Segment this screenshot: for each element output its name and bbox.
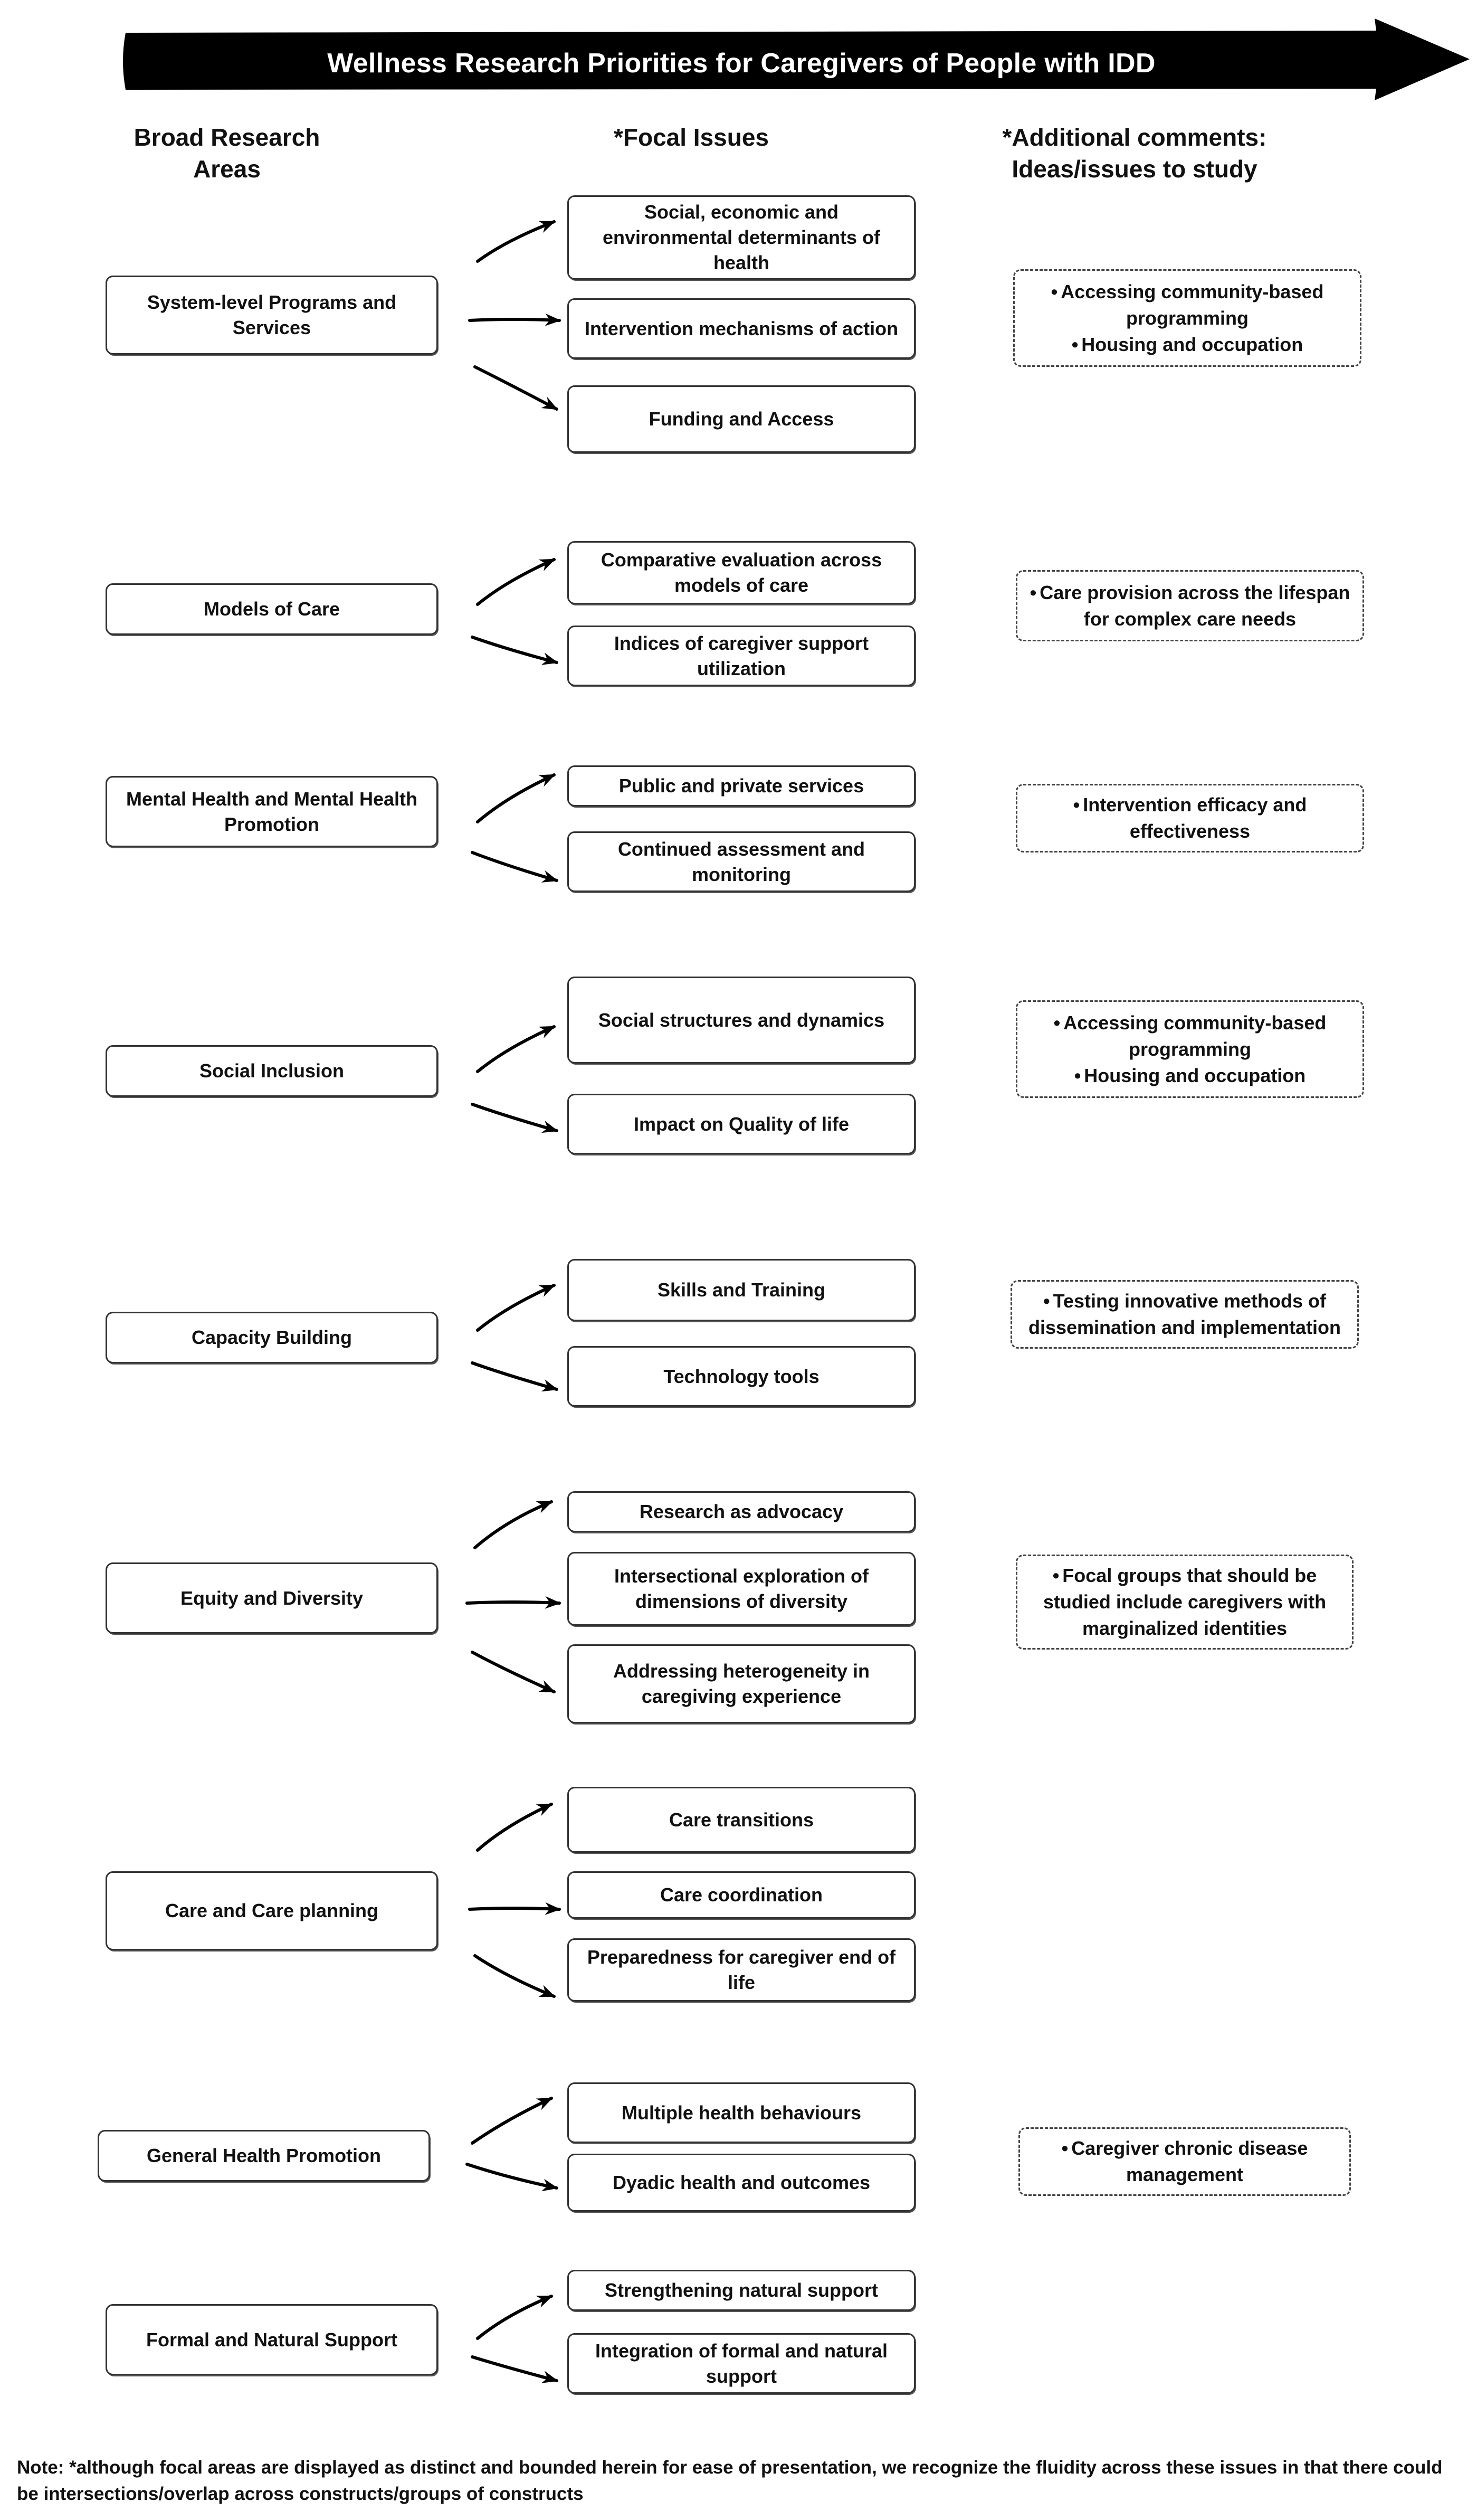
comment-item: Care provision across the lifespan for c… xyxy=(1027,580,1353,632)
focal-box-strengthening-natural: Strengthening natural support xyxy=(567,2270,916,2311)
focal-box-multiple-behaviours: Multiple health behaviours xyxy=(567,2082,916,2143)
focal-box-intervention-mechanisms: Intervention mechanisms of action xyxy=(567,298,916,359)
focal-box-heterogeneity: Addressing heterogeneity in caregiving e… xyxy=(567,1644,916,1723)
header-broad-research-areas: Broad Research Areas xyxy=(134,124,320,183)
comment-box-mental-health: Intervention efficacy and effectiveness xyxy=(1016,784,1364,852)
area-box-mental-health: Mental Health and Mental Health Promotio… xyxy=(106,776,438,847)
comment-item: Intervention efficacy and effectiveness xyxy=(1027,792,1353,845)
header-focal-issues: *Focal Issues xyxy=(613,124,769,151)
focal-box-technology-tools: Technology tools xyxy=(567,1346,916,1407)
comment-item: Testing innovative methods of disseminat… xyxy=(1022,1288,1348,1341)
comment-item: Focal groups that should be studied incl… xyxy=(1027,1562,1342,1642)
focal-box-continued-assessment: Continued assessment and monitoring xyxy=(567,831,916,892)
focal-box-care-transitions: Care transitions xyxy=(567,1787,916,1853)
focal-box-research-advocacy: Research as advocacy xyxy=(567,1491,916,1532)
comment-item: Housing and occupation xyxy=(1024,331,1350,358)
focal-box-skills-training: Skills and Training xyxy=(567,1259,916,1321)
area-box-social-inclusion: Social Inclusion xyxy=(106,1045,438,1097)
area-box-system-level: System-level Programs and Services xyxy=(106,276,438,355)
focal-box-indices-support: Indices of caregiver support utilization xyxy=(567,626,916,686)
area-box-capacity-building: Capacity Building xyxy=(106,1312,438,1363)
focal-box-quality-of-life: Impact on Quality of life xyxy=(567,1094,916,1154)
focal-box-determinants: Social, economic and environmental deter… xyxy=(567,195,916,280)
area-box-models-of-care: Models of Care xyxy=(106,583,438,635)
comment-item: Caregiver chronic disease management xyxy=(1030,2135,1340,2188)
area-box-equity-diversity: Equity and Diversity xyxy=(106,1562,438,1634)
focal-box-comparative-evaluation: Comparative evaluation across models of … xyxy=(567,541,916,604)
comment-box-social-inclusion: Accessing community-based programmingHou… xyxy=(1016,1000,1364,1098)
focal-box-dyadic-health: Dyadic health and outcomes xyxy=(567,2154,916,2212)
comment-item: Housing and occupation xyxy=(1027,1063,1353,1089)
footnote: Note: *although focal areas are displaye… xyxy=(17,2457,1443,2504)
focal-box-social-structures: Social structures and dynamics xyxy=(567,977,916,1064)
focal-box-public-private: Public and private services xyxy=(567,765,916,807)
header-additional-comments: *Additional comments: Ideas/issues to st… xyxy=(1002,124,1267,183)
comment-box-models-of-care: Care provision across the lifespan for c… xyxy=(1016,570,1364,641)
page-title: Wellness Research Priorities for Caregiv… xyxy=(327,48,1156,79)
focal-box-integration-formal: Integration of formal and natural suppor… xyxy=(567,2333,916,2394)
comment-item: Accessing community-based programming xyxy=(1027,1010,1353,1063)
area-box-general-health-promotion: General Health Promotion xyxy=(98,2130,430,2182)
comment-box-equity-diversity: Focal groups that should be studied incl… xyxy=(1016,1555,1354,1650)
focal-box-funding-access: Funding and Access xyxy=(567,385,916,453)
area-box-care-planning: Care and Care planning xyxy=(106,1871,438,1950)
focal-box-preparedness: Preparedness for caregiver end of life xyxy=(567,1938,916,2002)
comment-box-general-health: Caregiver chronic disease management xyxy=(1018,2127,1351,2196)
comment-box-capacity-building: Testing innovative methods of disseminat… xyxy=(1011,1280,1359,1349)
title-banner-arrow xyxy=(123,18,1470,100)
focal-box-care-coordination: Care coordination xyxy=(567,1871,916,1919)
focal-box-intersectional: Intersectional exploration of dimensions… xyxy=(567,1552,916,1626)
comment-item: Accessing community-based programming xyxy=(1024,279,1350,331)
area-box-formal-natural-support: Formal and Natural Support xyxy=(106,2304,438,2375)
comment-box-system-level: Accessing community-based programmingHou… xyxy=(1013,269,1361,367)
